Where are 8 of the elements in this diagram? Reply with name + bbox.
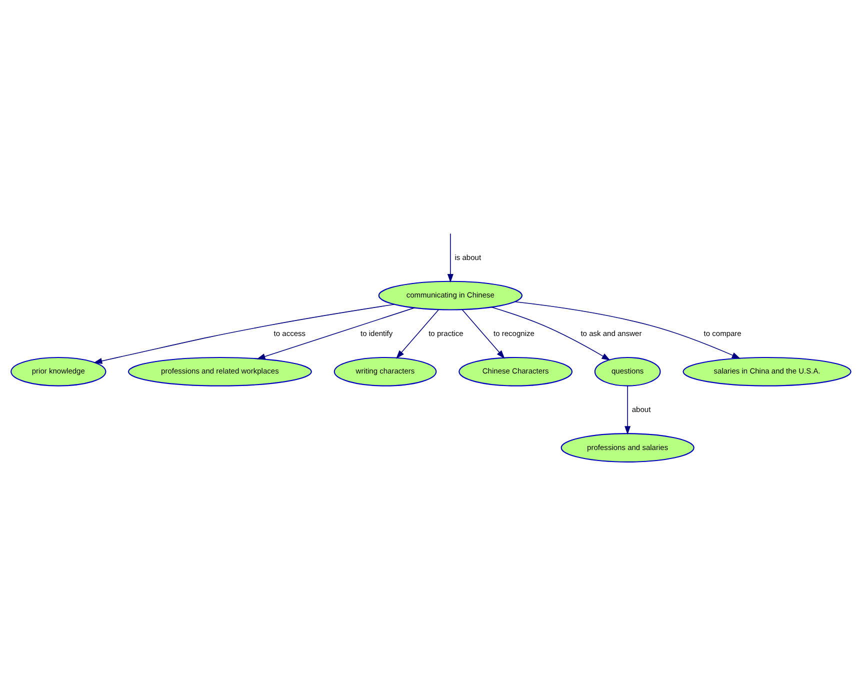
arrow (624, 385, 631, 435)
arrow (396, 309, 440, 359)
arrow (490, 306, 610, 360)
arrow (514, 301, 741, 359)
arrow (462, 309, 505, 359)
arrow (94, 304, 395, 364)
arrow (256, 307, 415, 360)
arrow (447, 233, 454, 283)
